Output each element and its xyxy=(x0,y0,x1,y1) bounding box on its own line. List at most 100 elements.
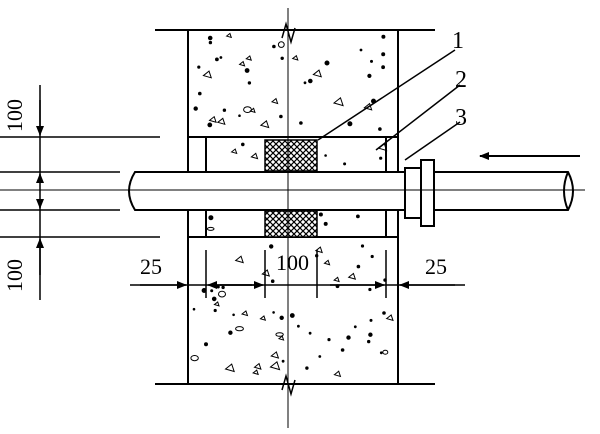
concrete-aggregate xyxy=(275,332,284,337)
concrete-aggregate xyxy=(346,335,351,340)
concrete-aggregate xyxy=(225,32,233,39)
concrete-aggregate xyxy=(208,40,213,45)
concrete-aggregate xyxy=(207,122,213,128)
break-marks xyxy=(281,21,296,397)
concrete-aggregate xyxy=(192,307,196,311)
concrete-aggregate xyxy=(367,339,371,344)
concrete-aggregate xyxy=(272,311,275,314)
concrete-aggregate xyxy=(190,355,199,362)
concrete-aggregate xyxy=(277,335,285,341)
concrete-aggregate xyxy=(230,148,238,155)
concrete-aggregate xyxy=(382,349,389,355)
flange xyxy=(404,159,435,227)
concrete-aggregate xyxy=(211,296,217,302)
concrete-aggregate xyxy=(261,269,271,277)
break-mark-top xyxy=(281,21,296,45)
pipe xyxy=(128,171,574,211)
concrete-aggregate xyxy=(370,254,374,259)
concrete-aggregate xyxy=(243,106,252,113)
concrete-aggregate xyxy=(253,362,262,370)
concrete-aggregate xyxy=(213,301,220,307)
concrete-aggregate xyxy=(312,69,323,78)
concrete-aggregate xyxy=(221,285,225,290)
concrete-aggregate xyxy=(356,214,360,219)
concrete-aggregate xyxy=(289,313,295,318)
concrete-aggregate xyxy=(378,127,382,131)
concrete-aggregate xyxy=(347,121,353,127)
break-mark-bottom xyxy=(281,373,296,397)
concrete-aggregate xyxy=(219,56,223,59)
concrete-aggregate xyxy=(363,102,373,111)
concrete-aggregate xyxy=(281,359,285,363)
concrete-aggregate xyxy=(379,156,383,160)
concrete-aggregate xyxy=(303,81,307,85)
callout-leaders xyxy=(317,49,461,161)
concrete-aggregate xyxy=(360,244,365,248)
concrete-aggregate xyxy=(270,97,279,105)
leader-1 xyxy=(317,49,456,141)
concrete-aggregate xyxy=(235,326,244,332)
concrete-aggregate xyxy=(332,96,344,107)
concrete-aggregate xyxy=(333,370,342,378)
concrete-aggregate xyxy=(370,59,373,63)
concrete-aggregate xyxy=(272,44,276,49)
concrete-aggregate xyxy=(368,287,372,292)
dim-vertical-bottom-100: 100 xyxy=(2,259,27,292)
leader-2 xyxy=(375,84,461,151)
concrete-aggregate xyxy=(297,324,300,328)
concrete-aggregate xyxy=(305,366,309,370)
seal-packing-top xyxy=(264,139,318,172)
concrete-aggregate xyxy=(323,221,328,226)
pipe-body xyxy=(128,171,574,211)
concrete-aggregate xyxy=(308,331,312,335)
concrete-aggregate xyxy=(277,41,285,48)
dim-left-25: 25 xyxy=(140,254,162,279)
concrete-aggregate xyxy=(210,289,214,293)
concrete-aggregate xyxy=(385,314,394,322)
concrete-aggregate xyxy=(353,325,357,329)
centerlines xyxy=(0,8,585,428)
concrete-aggregate xyxy=(318,355,322,358)
concrete-aggregate xyxy=(241,142,245,147)
concrete-aggregate xyxy=(208,215,214,221)
concrete-aggregate xyxy=(324,60,330,66)
concrete-aggregate xyxy=(247,81,252,85)
flange-collar xyxy=(420,159,435,227)
concrete-aggregate xyxy=(308,78,313,84)
leader-3 xyxy=(404,121,461,161)
concrete-aggregate xyxy=(240,310,249,317)
concrete-aggregate xyxy=(245,55,252,61)
concrete-aggregate xyxy=(234,255,244,264)
concrete-aggregate xyxy=(381,65,386,70)
concrete-aggregate xyxy=(279,114,283,119)
concrete-aggregate xyxy=(208,115,217,123)
concrete-aggregate xyxy=(250,152,259,160)
concrete-aggregate xyxy=(202,70,213,79)
concrete-aggregate xyxy=(367,73,372,79)
concrete-aggregate xyxy=(382,311,386,315)
concrete-aggregate xyxy=(323,259,331,266)
concrete-aggregate xyxy=(381,52,386,57)
concrete-aggregate xyxy=(327,338,331,342)
concrete-aggregate xyxy=(259,120,270,129)
callout-3: 3 xyxy=(455,105,467,131)
concrete-aggregate xyxy=(324,154,327,157)
seal-packing-bottom xyxy=(264,210,318,238)
dim-right-25: 25 xyxy=(425,254,447,279)
concrete-aggregate xyxy=(299,121,303,125)
concrete-aggregate xyxy=(291,54,299,61)
concrete-aggregate xyxy=(213,308,217,313)
concrete-aggregate xyxy=(197,65,201,69)
dim-vertical-top-100: 100 xyxy=(2,99,27,132)
concrete-aggregate xyxy=(206,226,215,231)
concrete-aggregate xyxy=(216,117,226,126)
concrete-aggregate xyxy=(216,285,220,289)
vertical-dimension xyxy=(0,85,160,300)
concrete-aggregate xyxy=(279,315,284,320)
concrete-aggregate xyxy=(359,48,363,52)
concrete-aggregate xyxy=(218,290,226,298)
concrete-aggregate xyxy=(270,279,275,284)
concrete-aggregate xyxy=(333,276,340,283)
